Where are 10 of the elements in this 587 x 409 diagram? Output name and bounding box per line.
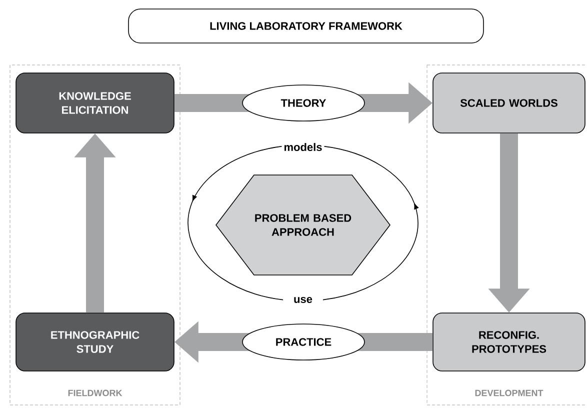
- process-box: RECONFIG. PROTOTYPES: [432, 312, 586, 372]
- edge-label: THEORY: [280, 99, 326, 107]
- process-box: ETHNOGRAPHIC STUDY: [16, 312, 174, 372]
- edge-label: PRACTICE: [276, 338, 332, 346]
- process-box: KNOWLEDGE ELICITATION: [16, 72, 174, 134]
- title-box: LIVING LABORATORY FRAMEWORK: [128, 8, 484, 44]
- loop-label: use: [292, 294, 314, 305]
- hexagon: PROBLEM BASED APPROACH: [216, 174, 390, 276]
- loop-label: models: [282, 140, 324, 154]
- process-box: SCALED WORLDS: [432, 72, 586, 134]
